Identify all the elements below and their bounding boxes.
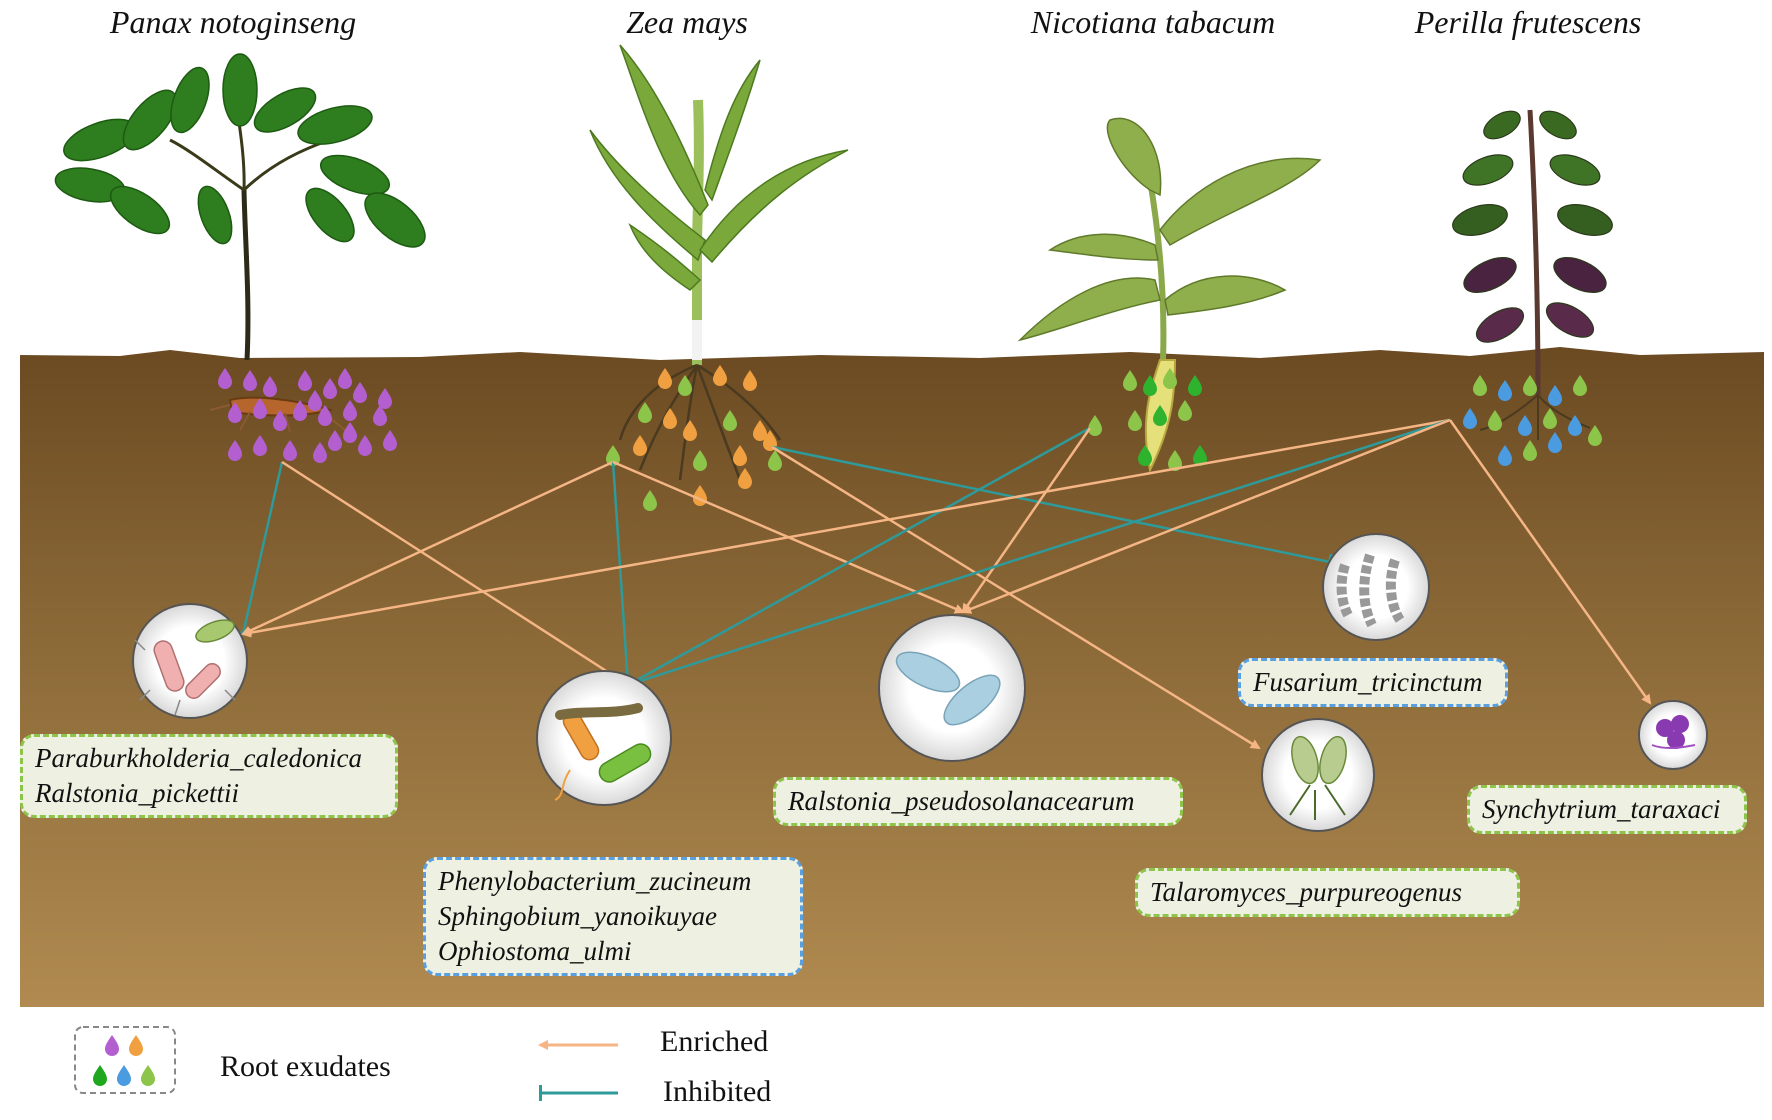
relation-inhibited-0 [234, 461, 284, 637]
microbe-label-m3: Ralstonia_pseudosolanacearum [773, 777, 1183, 826]
microbe-name: Ophiostoma_ulmi [438, 936, 632, 966]
microbe-name: Fusarium_tricinctum [1253, 667, 1483, 697]
zea-mays-plant [589, 44, 849, 481]
microbe-label-m5: Talaromyces_purpureogenus [1135, 868, 1520, 917]
legend-exudate-drop [105, 1035, 119, 1056]
microbe-name: Synchytrium_taraxaci [1482, 794, 1721, 824]
legend [74, 1026, 618, 1101]
microbe-icon-m4 [1322, 533, 1430, 641]
relation-inhibited-5 [771, 445, 1333, 571]
legend-exudate-drop [117, 1065, 131, 1086]
microbe-name: Sphingobium_yanoikuyae [438, 901, 717, 931]
microbe-icon-m1 [132, 603, 248, 719]
legend-root-exudates-label: Root exudates [220, 1050, 391, 1083]
microbe-label-m1: Paraburkholderia_caledonica Ralstonia_pi… [20, 734, 398, 818]
microbe-icon-m5 [1261, 718, 1375, 832]
legend-inhibited-label: Inhibited [663, 1075, 772, 1108]
relation-arrows [234, 418, 1652, 750]
relation-enriched-11 [961, 418, 1451, 614]
relation-inhibited-3 [611, 461, 637, 687]
plant-title-perilla: Perilla frutescens [1414, 4, 1642, 40]
legend-exudate-drop [129, 1035, 143, 1056]
legend-exudate-drop [93, 1065, 107, 1086]
microbe-name: Talaromyces_purpureogenus [1150, 877, 1462, 907]
microbe-name: Ralstonia_pickettii [35, 778, 239, 808]
legend-exudate-box [74, 1026, 176, 1094]
microbe-label-m6: Synchytrium_taraxaci [1467, 785, 1747, 834]
microbe-label-m2: Phenylobacterium_zucineum Sphingobium_ya… [423, 857, 803, 976]
relation-inhibited-7 [623, 426, 1091, 693]
relation-enriched-2 [241, 460, 614, 636]
legend-exudate-drop [141, 1065, 155, 1086]
microbe-icon-m6 [1638, 700, 1708, 770]
microbe-label-m4: Fusarium_tricinctum [1238, 658, 1508, 707]
relation-enriched-12 [1448, 419, 1652, 705]
plant-title-panax: Panax notoginseng [109, 4, 357, 40]
relation-enriched-1 [281, 460, 630, 687]
perilla-frutescens-plant [1452, 109, 1613, 440]
relation-inhibited-10 [624, 418, 1451, 693]
legend-exudate-drops [93, 1035, 155, 1086]
relation-enriched-9 [241, 418, 1451, 638]
plant-title-nicotiana: Nicotiana tabacum [1030, 4, 1276, 40]
microbe-name: Paraburkholderia_caledonica [35, 743, 362, 773]
plant-title-zea: Zea mays [626, 4, 748, 40]
microbe-name: Phenylobacterium_zucineum [438, 866, 752, 896]
relation-enriched-6 [771, 445, 1261, 750]
microbe-icon-m3 [878, 614, 1026, 762]
microbe-name: Ralstonia_pseudosolanacearum [788, 786, 1135, 816]
relation-enriched-8 [961, 427, 1092, 614]
microbe-icon-m2 [536, 670, 672, 806]
legend-enriched-label: Enriched [660, 1025, 769, 1058]
